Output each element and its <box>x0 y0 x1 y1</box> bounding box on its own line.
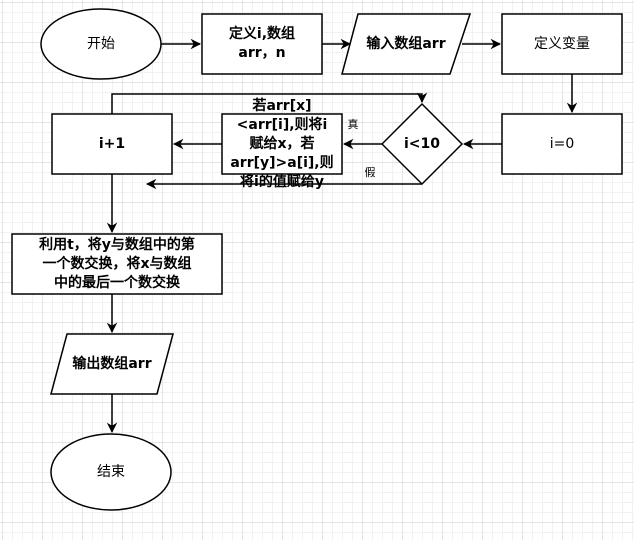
start-label: 开始 <box>87 35 115 52</box>
output-arr-label: 输出数组arr <box>72 355 152 372</box>
input-arr-io[interactable] <box>341 13 472 75</box>
condition-label: i<10 <box>403 135 440 152</box>
increment-label: i+1 <box>98 135 126 152</box>
define-vars-label: 定义变量 <box>534 35 590 52</box>
compare-label: 若arr[x] <arr[i],则将i 赋给x，若 arr[y]>a[i],则 … <box>230 97 334 190</box>
increment-process[interactable] <box>51 113 173 175</box>
end-terminal[interactable] <box>50 433 172 511</box>
false-edge-label: 假 <box>364 166 376 179</box>
define-arr-process[interactable] <box>201 13 323 75</box>
swap-label: 利用t，将y与数组中的第 一个数交换，将x与数组 中的最后一个数交换 <box>39 236 195 291</box>
define-arr-label: 定义i,数组 arr，n <box>228 26 296 61</box>
end-label: 结束 <box>97 463 125 480</box>
edge-increment-loop-back <box>111 92 428 114</box>
input-arr-label: 输入数组arr <box>366 35 446 52</box>
swap-process[interactable] <box>11 233 223 295</box>
output-arr-io[interactable] <box>50 333 174 395</box>
define-vars-process[interactable] <box>501 13 623 75</box>
init-i-label: i=0 <box>549 135 575 152</box>
true-edge-label: 真 <box>347 118 359 131</box>
